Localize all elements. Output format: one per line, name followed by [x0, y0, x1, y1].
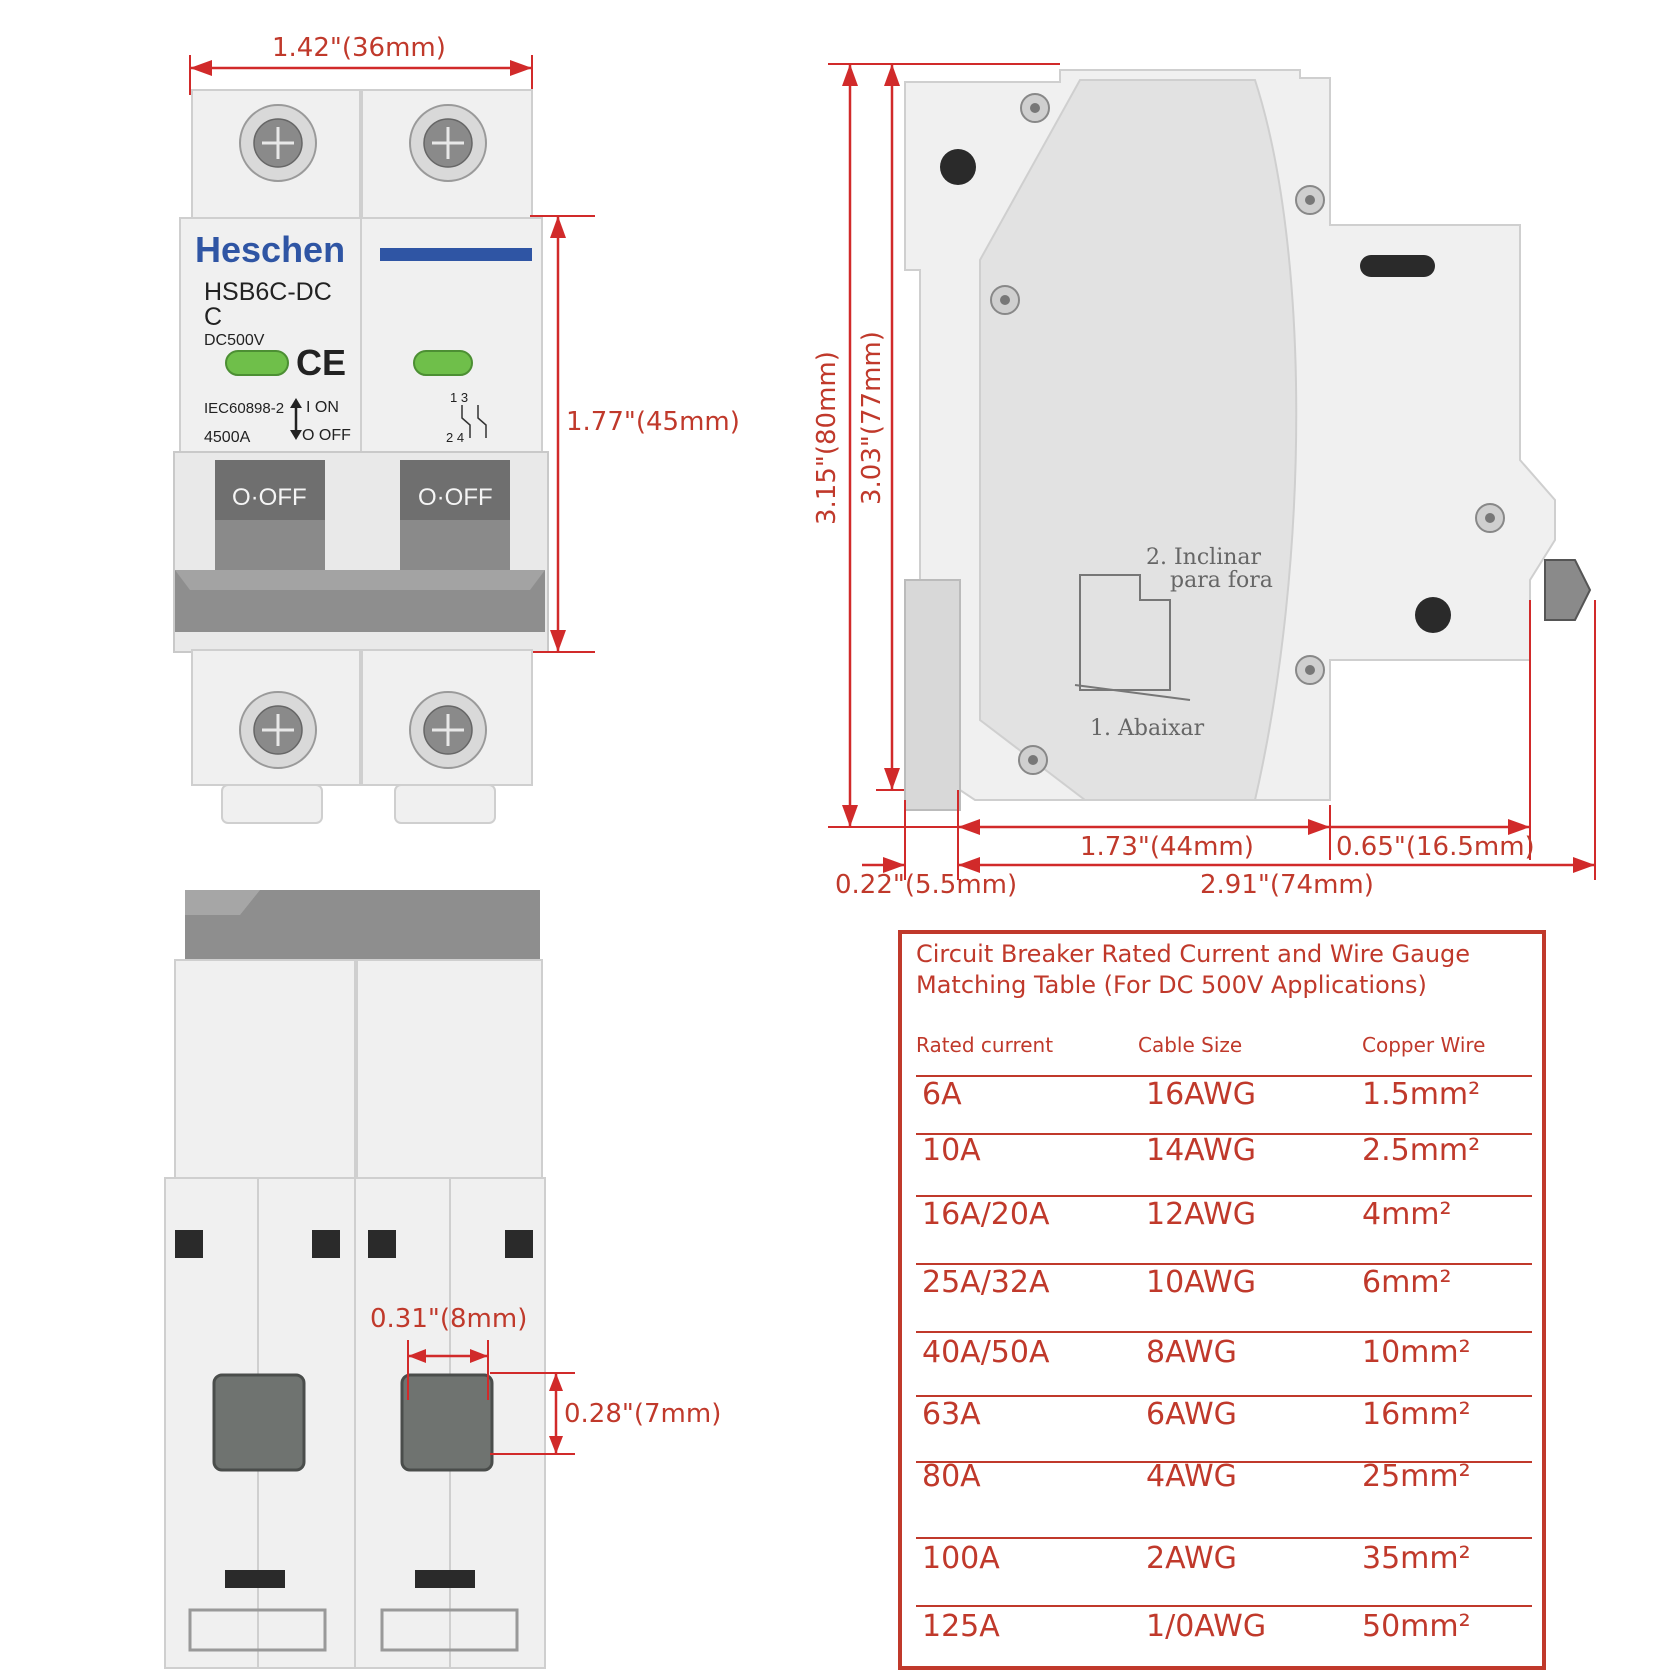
table-body: 6A 16AWG 1.5mm² 10A 14AWG 2.5mm² 16A/20A 12AWG 4… — [916, 1075, 1532, 1644]
table-title-line2: Matching Table (For DC 500V Applications… — [916, 971, 1427, 999]
rivet-icon — [1295, 185, 1325, 215]
table-cell-rated-current: 6A — [922, 1077, 962, 1112]
table-cell-copper-wire: 50mm² — [1362, 1609, 1471, 1644]
din-rail-clip — [904, 579, 961, 811]
table-header-cable-size: Cable Size — [1138, 1033, 1242, 1057]
screw-icon — [409, 691, 487, 769]
bottom-handle — [185, 890, 540, 960]
bottom-clip-right — [380, 1608, 519, 1652]
rivet-icon — [1020, 93, 1050, 123]
table-cell-cable-size: 2AWG — [1146, 1541, 1237, 1576]
table-cell-cable-size: 8AWG — [1146, 1335, 1237, 1370]
wire-hole-right — [400, 1373, 494, 1472]
slot-icon — [1360, 255, 1435, 277]
table-cell-rated-current: 80A — [922, 1459, 981, 1494]
side-height-total-label: 3.15"(80mm) — [812, 351, 842, 525]
table-border — [898, 930, 1546, 1670]
screwdriver-icon — [1074, 684, 1191, 701]
wire-gauge-table: Circuit Breaker Rated Current and Wire G… — [898, 930, 1546, 1670]
bottom-upper-right — [356, 959, 543, 1181]
table-cell-cable-size: 14AWG — [1146, 1133, 1256, 1168]
voltage-rating: DC500V — [204, 332, 265, 349]
terminal-marks-bottom: 2 4 — [446, 430, 464, 445]
mounting-hole-icon — [940, 149, 976, 185]
table-cell-copper-wire: 25mm² — [1362, 1459, 1471, 1494]
table-title-line1: Circuit Breaker Rated Current and Wire G… — [916, 940, 1470, 968]
table-cell-cable-size: 6AWG — [1146, 1397, 1237, 1432]
table-cell-rated-current: 63A — [922, 1397, 981, 1432]
hole-width-label: 0.31"(8mm) — [370, 1304, 527, 1334]
handle-right-label: O·OFF — [418, 484, 493, 511]
table-cell-cable-size: 4AWG — [1146, 1459, 1237, 1494]
ce-mark: CE — [296, 342, 346, 383]
instruction-2-line2: para fora — [1170, 568, 1273, 593]
brand-name: Heschen — [195, 229, 345, 270]
front-width-arrow-right — [510, 60, 532, 76]
table-cell-cable-size: 12AWG — [1146, 1197, 1256, 1232]
table-cell-copper-wire: 4mm² — [1362, 1197, 1452, 1232]
front-width-label: 1.42"(36mm) — [272, 33, 446, 63]
table-cell-cable-size: 1/0AWG — [1146, 1609, 1266, 1644]
screw-icon — [239, 104, 317, 182]
bottom-upper-left — [174, 959, 356, 1181]
side-depth-rail-label: 0.22"(5.5mm) — [835, 870, 1017, 900]
table-cell-copper-wire: 35mm² — [1362, 1541, 1471, 1576]
on-label: I ON — [306, 399, 339, 416]
front-height-label: 1.77"(45mm) — [566, 407, 740, 437]
side-depth-front-label: 0.65"(16.5mm) — [1336, 832, 1535, 862]
breaking-capacity: 4500A — [204, 429, 251, 446]
rivet-icon — [1018, 745, 1048, 775]
screw-icon — [409, 104, 487, 182]
side-depth-main-label: 1.73"(44mm) — [1080, 832, 1254, 862]
table-cell-copper-wire: 6mm² — [1362, 1265, 1452, 1300]
toggle-tab-icon — [1544, 559, 1592, 621]
curve-type: C — [204, 303, 222, 331]
table-cell-cable-size: 16AWG — [1146, 1077, 1256, 1112]
table-cell-copper-wire: 16mm² — [1362, 1397, 1471, 1432]
rivet-icon — [1475, 503, 1505, 533]
model-number: HSB6C-DC — [204, 278, 332, 306]
instruction-2-line1: 2. Inclinar — [1146, 545, 1262, 570]
side-height-inner-label: 3.03"(77mm) — [857, 331, 887, 505]
table-cell-rated-current: 40A/50A — [922, 1335, 1050, 1370]
bottom-clip-left — [188, 1608, 327, 1652]
clip-outline-icon — [1079, 574, 1171, 691]
table-cell-rated-current: 10A — [922, 1133, 981, 1168]
handle-left-label: O·OFF — [232, 484, 307, 511]
status-indicator-right — [413, 350, 473, 376]
standard-label: IEC60898-2 — [204, 400, 284, 417]
table-cell-rated-current: 125A — [922, 1609, 1000, 1644]
side-depth-total-label: 2.91"(74mm) — [1200, 870, 1374, 900]
table-cell-rated-current: 100A — [922, 1541, 1000, 1576]
screw-icon — [239, 691, 317, 769]
table-header-rated-current: Rated current — [916, 1033, 1053, 1057]
table-header-copper-wire: Copper Wire — [1362, 1033, 1485, 1057]
wire-hole-left — [212, 1373, 306, 1472]
table-cell-rated-current: 25A/32A — [922, 1265, 1050, 1300]
status-indicator-left — [225, 350, 289, 376]
din-clip-left — [221, 784, 323, 824]
table-cell-copper-wire: 2.5mm² — [1362, 1133, 1480, 1168]
brand-stripe — [380, 248, 532, 261]
instruction-1: 1. Abaixar — [1090, 716, 1205, 741]
circuit-symbol-icon — [461, 405, 487, 438]
terminal-marks-top: 1 3 — [450, 390, 468, 405]
table-cell-copper-wire: 1.5mm² — [1362, 1077, 1480, 1112]
mounting-hole-icon — [1415, 597, 1451, 633]
off-label: O OFF — [302, 427, 351, 444]
table-cell-copper-wire: 10mm² — [1362, 1335, 1471, 1370]
table-cell-cable-size: 10AWG — [1146, 1265, 1256, 1300]
rivet-icon — [1295, 655, 1325, 685]
side-view: 3.15"(80mm) 3.03"(77mm) 2. Inclinar para… — [812, 63, 1596, 900]
on-off-arrow-icon — [290, 398, 302, 440]
din-clip-right — [394, 784, 496, 824]
front-view: 1.42"(36mm) Heschen HSB6C-DC C DC500V CE… — [173, 33, 740, 824]
table-cell-rated-current: 16A/20A — [922, 1197, 1050, 1232]
hole-height-label: 0.28"(7mm) — [564, 1399, 721, 1429]
rivet-icon — [990, 285, 1020, 315]
bottom-view: 0.31"(8mm) 0.28"(7mm) — [164, 890, 721, 1669]
front-width-arrow-left — [190, 60, 212, 76]
